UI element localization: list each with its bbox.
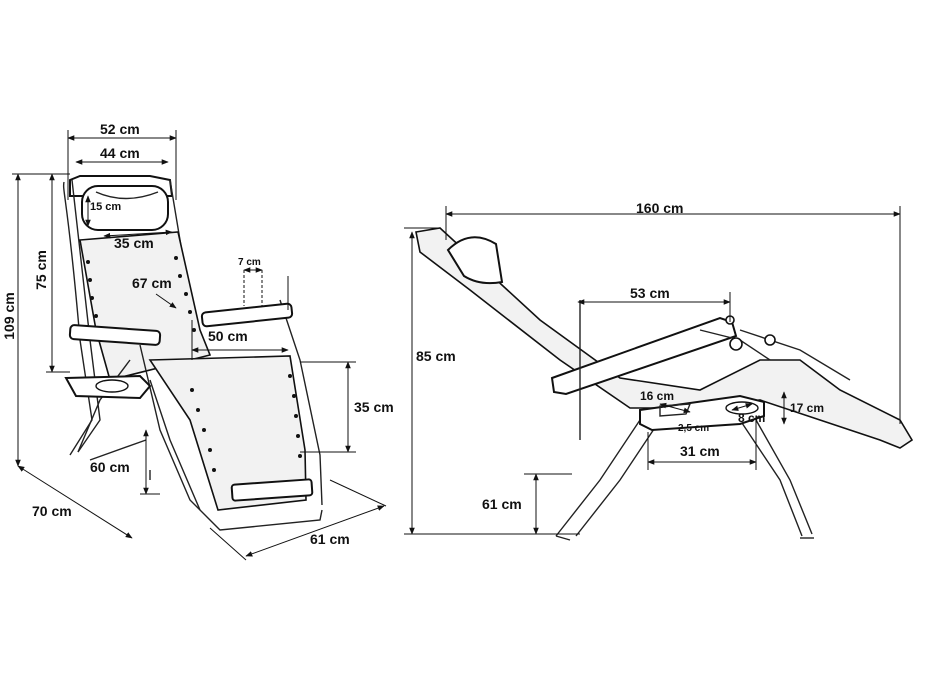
side-seat-height-label: 61 cm bbox=[482, 496, 522, 512]
front-view-chair bbox=[62, 175, 323, 531]
front-headrest-width-label: 35 cm bbox=[114, 235, 154, 251]
side-cup-holder-width-label: 17 cm bbox=[790, 401, 824, 415]
side-view-chair bbox=[415, 227, 914, 541]
front-lacing bbox=[86, 256, 302, 472]
front-base-width-label: 61 cm bbox=[310, 531, 350, 547]
front-headrest-height-label: 15 cm bbox=[90, 201, 121, 213]
side-dimension-labels: 160 cm 53 cm 85 cm 16 cm 17 cm 8 cm 2,5 … bbox=[416, 200, 824, 512]
front-left-armrest bbox=[68, 324, 162, 346]
side-armrest bbox=[550, 316, 738, 396]
front-seat-length-label: 50 cm bbox=[208, 328, 248, 344]
front-total-height-label: 109 cm bbox=[1, 292, 17, 339]
front-dimension-labels: 52 cm 44 cm 15 cm 35 cm 7 cm 67 cm 109 c… bbox=[1, 121, 394, 547]
front-backrest-fabric bbox=[79, 231, 212, 381]
front-seat-fabric bbox=[148, 355, 307, 511]
front-cup-tray bbox=[64, 374, 152, 400]
front-backrest-width-label: 44 cm bbox=[100, 145, 140, 161]
front-seat-height-label: 35 cm bbox=[354, 399, 394, 415]
side-reclined-length-label: 160 cm bbox=[636, 200, 683, 216]
side-dimension-lines bbox=[404, 206, 901, 535]
side-backrest-fabric bbox=[415, 227, 914, 449]
side-cup-holder-diameter-label: 8 cm bbox=[738, 411, 765, 425]
front-armrest-width-label: 7 cm bbox=[238, 257, 261, 268]
side-cup-holder-length-label: 16 cm bbox=[640, 389, 674, 403]
front-depth-label: 70 cm bbox=[32, 503, 72, 519]
front-base-height-label: 60 cm bbox=[90, 459, 130, 475]
front-backrest-length-label: 67 cm bbox=[132, 275, 172, 291]
side-headrest bbox=[446, 236, 504, 285]
front-right-armrest bbox=[200, 302, 294, 328]
side-armrest-length-label: 53 cm bbox=[630, 285, 670, 301]
side-tray-length-label: 31 cm bbox=[680, 443, 720, 459]
side-cup-holder-depth-label: 2,5 cm bbox=[678, 423, 709, 434]
front-backrest-height-label: 75 cm bbox=[33, 250, 49, 290]
front-dimension-lines bbox=[12, 130, 387, 561]
front-overall-width-label: 52 cm bbox=[100, 121, 140, 137]
side-reclined-height-label: 85 cm bbox=[416, 348, 456, 364]
